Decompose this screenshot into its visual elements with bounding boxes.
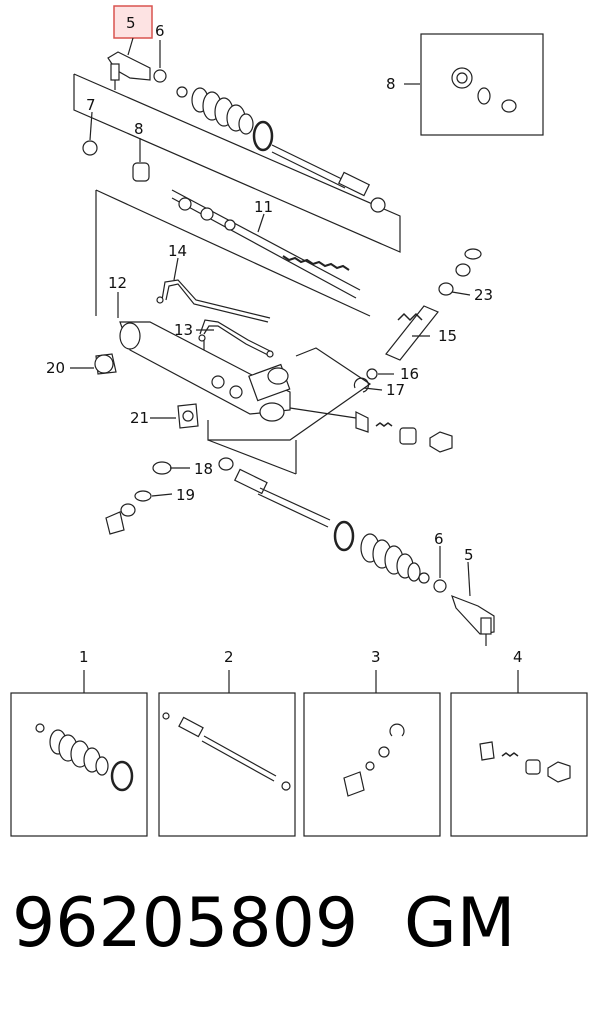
kit-box-1[interactable] [10,692,148,837]
callout-14[interactable]: 14 [168,242,187,260]
callout-18[interactable]: 18 [194,460,213,478]
kit-3-parts [343,723,405,797]
kit-2-rod [162,712,291,791]
callout-5-top[interactable]: 5 [126,14,136,32]
callout-21[interactable]: 21 [130,409,149,427]
kit-box-2[interactable] [158,692,296,837]
o-ring-7 [82,140,98,156]
kit-box-4[interactable] [450,692,588,837]
kit-label-4[interactable]: 4 [513,648,523,666]
kit-8-parts [451,67,517,113]
callout-11[interactable]: 11 [254,198,273,216]
callout-23[interactable]: 23 [474,286,493,304]
boot-upper [191,87,274,152]
callout-17[interactable]: 17 [386,381,405,399]
kit-1-boot [35,723,134,792]
callout-7[interactable]: 7 [86,96,96,114]
callout-6-bottom[interactable]: 6 [434,530,444,548]
tie-rod-end-lower [439,546,495,646]
yoke-parts [289,407,453,453]
brand-label: GM [404,884,516,963]
callout-20[interactable]: 20 [46,359,65,377]
inner-tie-rod-lower [233,468,355,552]
callout-5-bottom[interactable]: 5 [464,546,474,564]
upper-group-frame [73,73,401,253]
pinion-15-assembly [353,248,482,393]
kit-label-1[interactable]: 1 [79,648,89,666]
callout-12[interactable]: 12 [108,274,127,292]
kit-label-2[interactable]: 2 [224,648,234,666]
rack-housing [119,321,291,422]
callout-8-box[interactable]: 8 [386,75,396,93]
lower-seal-parts [105,457,234,535]
kit-4-parts [479,741,571,783]
part-number: 96205809 [12,884,359,963]
kit-box-3[interactable] [303,692,441,837]
callout-8-mid[interactable]: 8 [134,120,144,138]
rack-bar-11 [95,189,371,317]
callout-6-top[interactable]: 6 [155,22,165,40]
inner-tie-rod-upper [271,144,386,213]
steering-rack-exploded-diagram: 5 6 7 8 8 11 14 12 13 23 15 16 17 20 21 … [10,5,588,837]
callout-19[interactable]: 19 [176,486,195,504]
pipes-13-14 [156,257,274,360]
callout-13[interactable]: 13 [174,321,193,339]
callout-15[interactable]: 15 [438,327,457,345]
bushing-8 [132,162,150,182]
boot-lower [360,533,447,593]
tie-rod-end-upper [107,51,188,98]
kit-label-3[interactable]: 3 [371,648,381,666]
callout-16[interactable]: 16 [400,365,419,383]
center-group-frame [207,347,372,441]
kit-box-8 [420,33,544,136]
